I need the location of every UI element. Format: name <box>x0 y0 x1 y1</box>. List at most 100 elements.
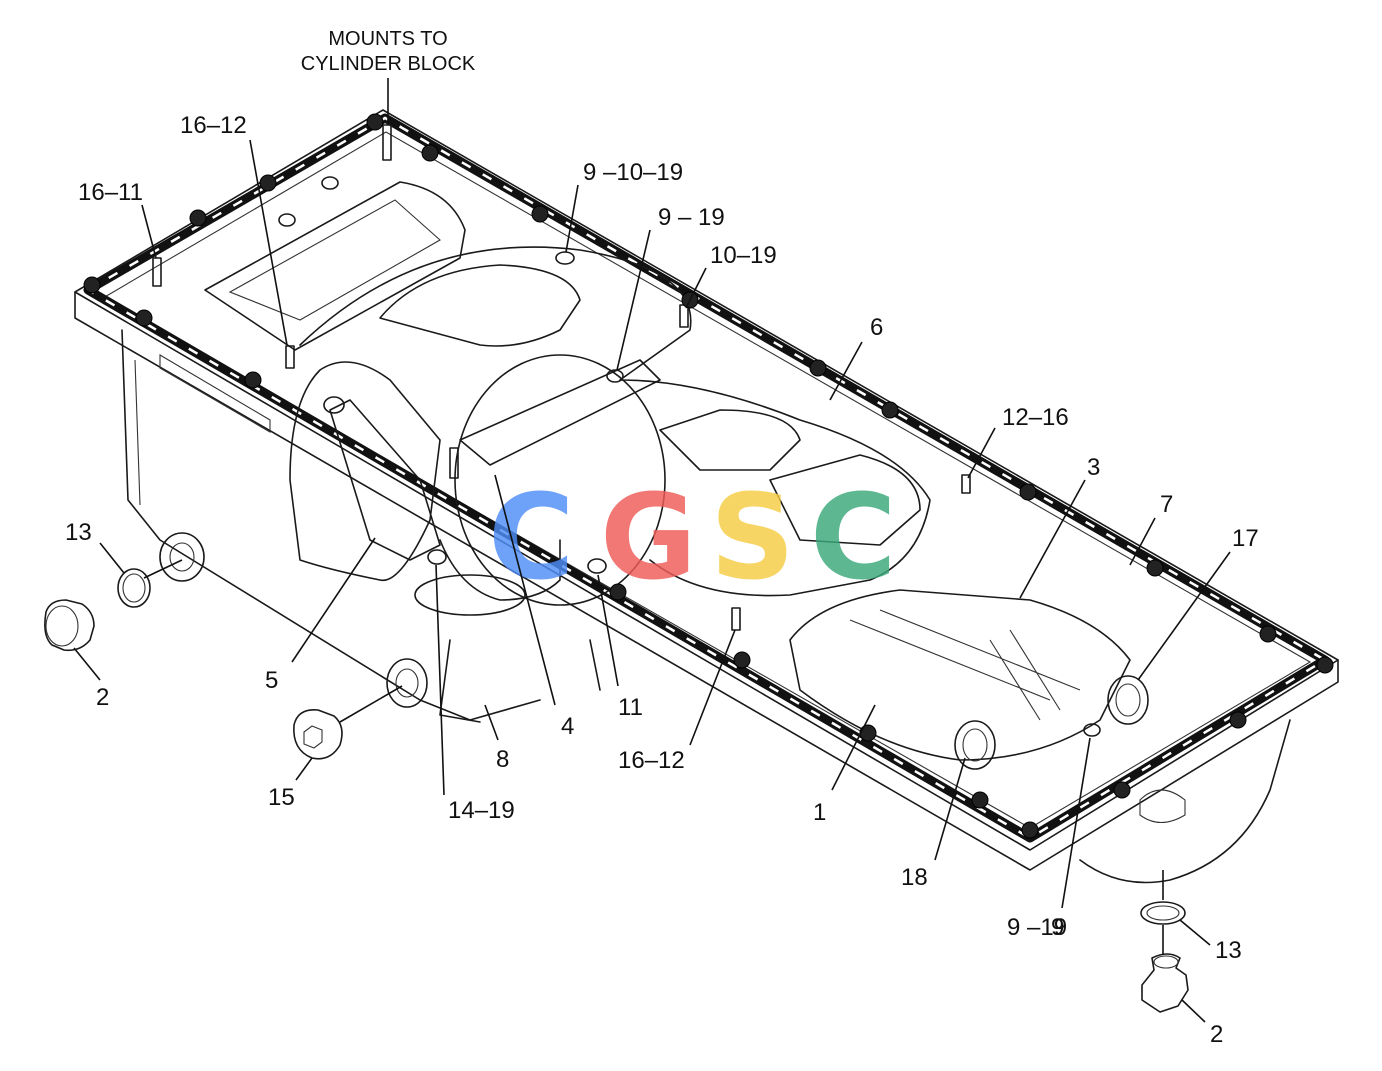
leader-9-19-bottom <box>1061 737 1091 909</box>
callout-17: 17 <box>1232 525 1259 552</box>
callout-9-19-top: 9 – 19 <box>658 204 725 231</box>
watermark-letter-c2: C <box>810 468 897 606</box>
leader-13-left <box>99 542 125 574</box>
plug-15-hex <box>303 725 323 749</box>
leader-5 <box>291 537 376 663</box>
callout-3: 3 <box>1087 454 1100 481</box>
seal-ring-13-right <box>1140 901 1186 925</box>
leader-3 <box>1019 479 1086 599</box>
cavity-2 <box>379 264 581 347</box>
drain-plug-2-right <box>1141 953 1189 1013</box>
drain-plug-2-left-face <box>45 605 79 647</box>
leader-4 <box>494 474 556 706</box>
stud-mount <box>382 124 392 161</box>
callout-11: 11 <box>618 694 643 721</box>
pan-right-sump <box>1079 719 1291 884</box>
callout-5: 5 <box>265 667 278 694</box>
stud-12-16 <box>961 474 971 494</box>
callout-10-19: 10–19 <box>710 242 777 269</box>
callout-9-10-19: 9 –10–19 <box>583 159 683 186</box>
callout-8: 8 <box>496 746 509 773</box>
stud-pump <box>449 447 459 479</box>
bolt-cavity <box>321 176 339 190</box>
bolt-11 <box>587 558 607 574</box>
leader-7 <box>1129 517 1156 566</box>
seal-ring-13-right-inner <box>1146 905 1180 921</box>
leader-15-b <box>339 685 403 723</box>
callout-9-19-bottom-a: 9 –19 <box>1007 914 1067 941</box>
bolt-14-19 <box>427 549 447 565</box>
pan-flange-edge <box>74 291 1339 871</box>
leader-6 <box>829 341 863 401</box>
leader-2-right <box>1181 999 1206 1023</box>
leader-16-12-top <box>249 139 288 346</box>
pan-sump-wall <box>439 639 601 723</box>
oil-pan-drawing <box>44 109 1339 1013</box>
bolt-9-19-bottom <box>1083 723 1101 737</box>
leader-17 <box>1137 551 1231 681</box>
bolt-9-19-top <box>606 369 624 383</box>
seal-ring-13-left <box>117 568 151 608</box>
drain-plug-2-right-top <box>1153 955 1179 969</box>
callout-4: 4 <box>561 713 574 740</box>
leader-2-left <box>73 647 101 681</box>
callout-9-19-bottom-b: 9 <box>1051 914 1064 941</box>
callout-12-16: 12–16 <box>1002 404 1069 431</box>
cavity-1 <box>204 181 466 351</box>
pump-base <box>414 574 526 616</box>
leader-14-19 <box>435 564 445 796</box>
leader-8 <box>484 704 499 741</box>
gasket-bolt-holes <box>83 113 1334 839</box>
cavity-1-inner <box>228 199 441 321</box>
callout-16-11: 16–11 <box>78 179 143 206</box>
port-15 <box>386 658 428 708</box>
seal-ring-13-left-inner <box>122 573 146 603</box>
stud-16-12-top <box>285 345 295 369</box>
header-line-1: MOUNTS TO <box>328 28 447 50</box>
watermark-letter-c1: C <box>488 468 575 606</box>
pickup-tube <box>789 589 1131 761</box>
pan-left-wall <box>121 329 541 721</box>
drain-port-left <box>159 532 205 582</box>
pump-outlet <box>439 539 561 601</box>
leader-lines <box>73 78 1231 1023</box>
callout-13-left: 13 <box>65 519 92 546</box>
leader-15 <box>295 757 313 781</box>
callout-18: 18 <box>901 864 928 891</box>
watermark-letter-g: G <box>600 468 697 606</box>
leader-9-19-top <box>616 229 651 371</box>
leader-18 <box>934 757 966 861</box>
leader-11 <box>597 574 619 687</box>
callout-2-right: 2 <box>1210 1021 1223 1048</box>
leader-13-left-b <box>143 559 183 579</box>
bracket-arm <box>289 361 441 582</box>
port-15-inner <box>395 668 419 698</box>
header-line-2: CYLINDER BLOCK <box>301 53 476 75</box>
baffle-plate <box>299 246 931 597</box>
plug-15 <box>293 708 343 760</box>
tube-17-inner <box>1115 683 1141 717</box>
bracket-arm-inner <box>329 399 441 561</box>
callout-6: 6 <box>870 314 883 341</box>
stud-16-12-bottom <box>731 607 741 631</box>
leader-13-right <box>1179 919 1211 946</box>
pump-body <box>454 354 666 606</box>
cavity-3 <box>659 409 801 471</box>
callout-7: 7 <box>1160 491 1173 518</box>
tube-18 <box>954 720 996 770</box>
bolt-cavity-2 <box>278 213 296 227</box>
watermark-letter-s: S <box>710 468 795 606</box>
leader-16-12-bottom <box>689 629 736 746</box>
callout-15: 15 <box>268 784 295 811</box>
cavity-4 <box>769 454 921 546</box>
callout-2-left: 2 <box>96 684 109 711</box>
gasket-ring-dashes <box>85 116 1328 840</box>
leader-12-16 <box>967 427 996 479</box>
leader-9-10-19 <box>565 184 579 253</box>
callout-16-12-bottom: 16–12 <box>618 747 685 774</box>
bolt-9-10-19 <box>555 251 575 265</box>
stud-10-19 <box>679 304 689 328</box>
callout-labels: MOUNTS TO CYLINDER BLOCK 16–12 16–11 9 –… <box>65 28 1259 1048</box>
watermark: C G S C <box>488 468 897 606</box>
